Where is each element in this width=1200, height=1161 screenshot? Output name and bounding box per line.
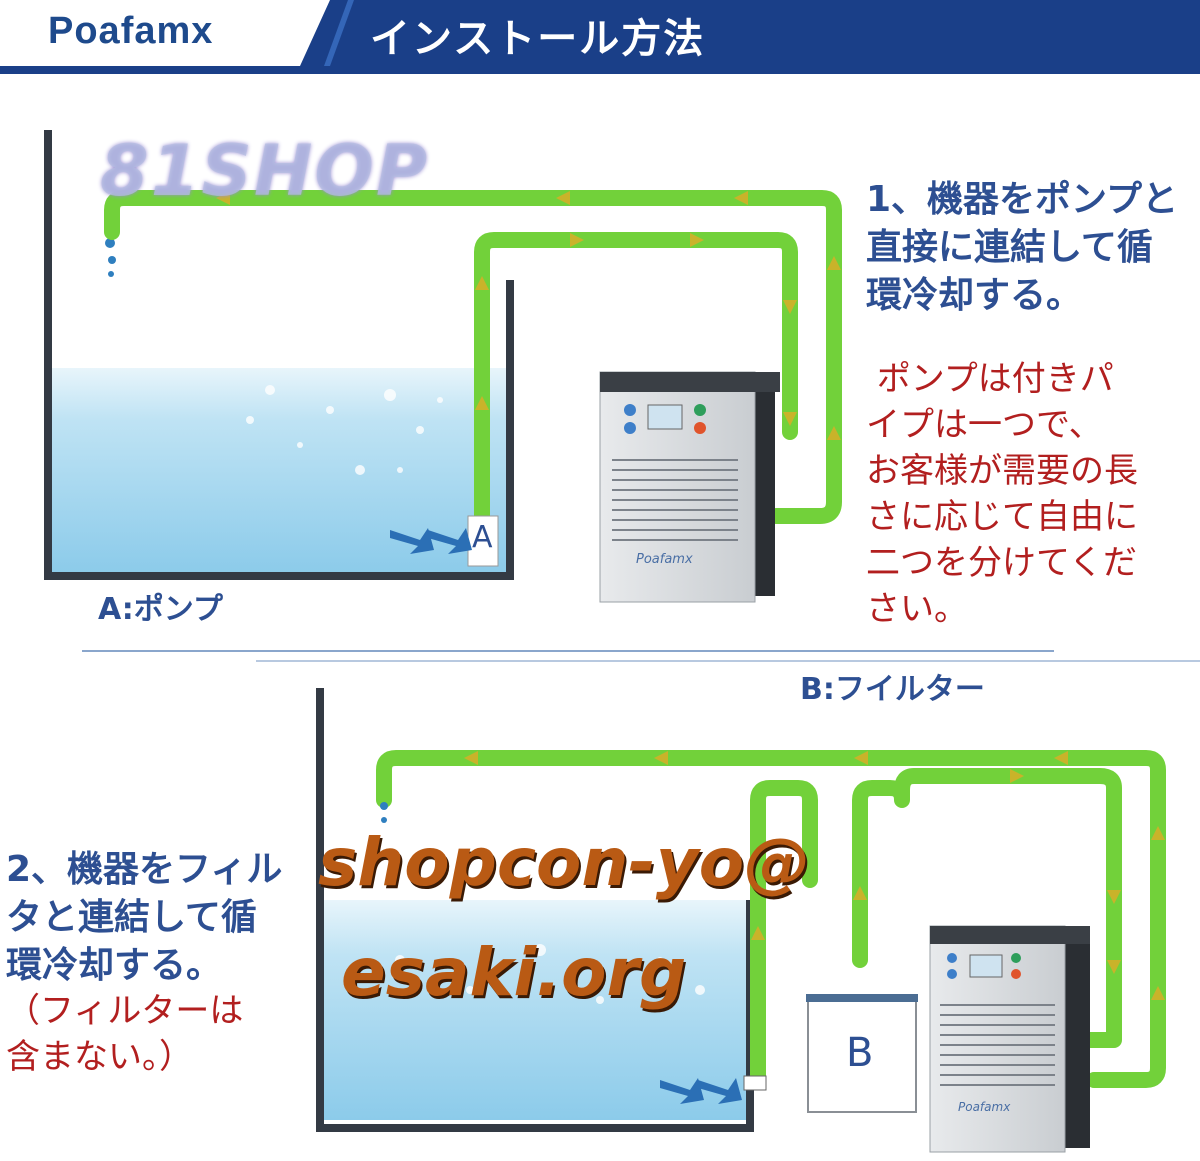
intake-arrows-1 bbox=[390, 528, 472, 554]
tank2-water bbox=[322, 900, 746, 1120]
page-title: インストール方法 bbox=[370, 16, 706, 62]
intake-arrows-2 bbox=[660, 1078, 742, 1104]
chiller-device-2 bbox=[929, 925, 1090, 1153]
pump-label: A:ポンプ bbox=[98, 592, 223, 627]
flow-arrows-2 bbox=[464, 751, 1165, 1000]
pipe2-loop bbox=[750, 780, 818, 1088]
divider-2 bbox=[256, 660, 1200, 662]
brand-logo: Poafamx bbox=[48, 10, 214, 52]
section1-note: ポンプは付きパ イプは一つで、 お客様が需要の長 さに応じて自由に 二つを分けて… bbox=[866, 359, 1138, 629]
filter-b-top bbox=[806, 994, 918, 1002]
pipe1-supply bbox=[474, 232, 798, 528]
pipe2-device bbox=[852, 768, 1122, 1048]
header-underline bbox=[0, 66, 1200, 74]
marker-a: A bbox=[472, 520, 493, 555]
device2-brand: Poafamx bbox=[958, 1100, 1011, 1114]
divider-1 bbox=[82, 650, 1054, 652]
logo-area: Poafamx bbox=[0, 0, 330, 66]
header: Poafamx インストール方法 bbox=[0, 0, 1200, 66]
contact-watermark: shopcon-yo@ esaki.org bbox=[318, 824, 811, 1011]
pipe1-return bbox=[104, 190, 842, 524]
section2-note: （フィルターは 含まない。） bbox=[6, 991, 244, 1077]
pipe2-return bbox=[376, 750, 1166, 1088]
tank2-bubbles bbox=[395, 944, 705, 1004]
pump-a-box bbox=[467, 515, 499, 567]
water-drip-1 bbox=[105, 238, 116, 277]
filter-label: B:フイルター bbox=[800, 672, 985, 707]
shop-watermark: 81SHOP bbox=[100, 130, 430, 212]
section2-instruction: 2、機器をフィル タと連結して循 環冷却する。 bbox=[6, 849, 283, 986]
marker-b: B bbox=[846, 1030, 874, 1076]
water-drip-2 bbox=[380, 802, 388, 823]
tank1-outline bbox=[44, 130, 514, 580]
pump-intake-2 bbox=[743, 1075, 767, 1091]
flow-arrows-1 bbox=[216, 191, 841, 440]
section1-instruction: 1、機器をポンプと 直接に連結して循 環冷却する。 bbox=[866, 179, 1178, 316]
tank1-bubbles bbox=[246, 385, 443, 475]
chiller-device-1 bbox=[599, 371, 780, 603]
filter-b-box bbox=[807, 997, 917, 1113]
title-band bbox=[300, 0, 1200, 66]
device1-brand: Poafamx bbox=[636, 552, 693, 567]
